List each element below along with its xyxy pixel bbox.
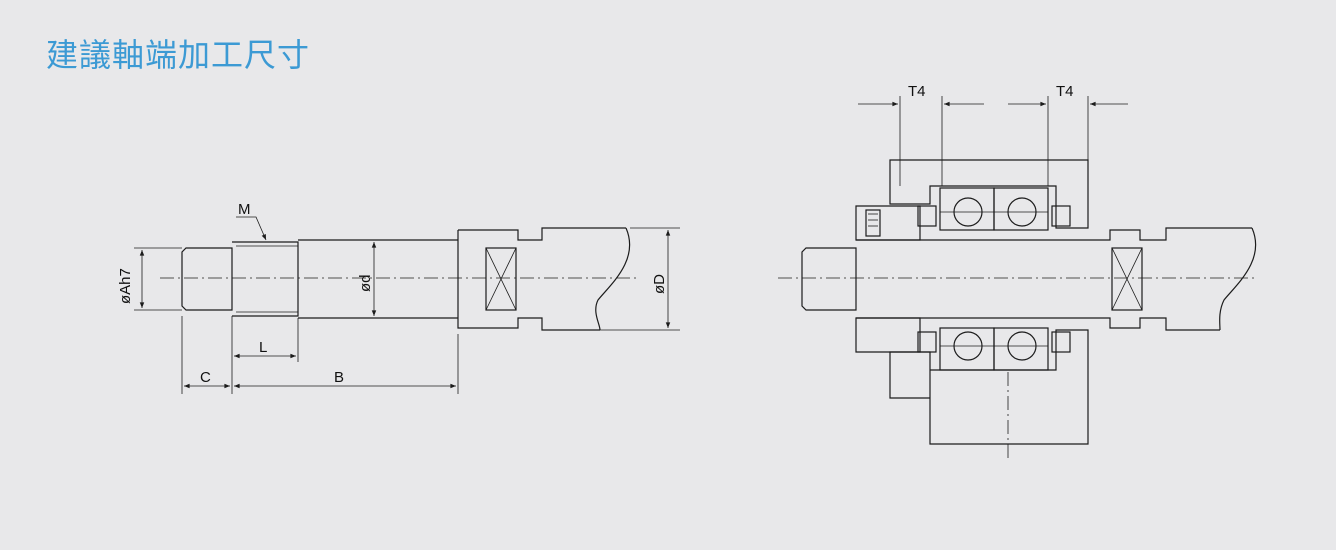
- housing-top: [889, 159, 1089, 229]
- label-len-B: B: [334, 369, 344, 386]
- break-line: [595, 227, 631, 331]
- label-thread-M: M: [238, 201, 251, 218]
- label-dia-D: øD: [651, 274, 668, 294]
- shaft-profile: [134, 216, 680, 394]
- lock-nut-bottom: [855, 317, 921, 353]
- label-t4-left: T4: [908, 83, 926, 100]
- assembly-key-slot: [1111, 247, 1143, 311]
- assembly-section: [778, 96, 1258, 462]
- bearing-bottom-left: [939, 327, 995, 371]
- label-dia-A: øAh7: [117, 268, 134, 304]
- key-slot: [485, 247, 517, 311]
- bearing-top-right: [993, 187, 1049, 231]
- seat-block: [457, 227, 626, 331]
- label-dia-d: ød: [357, 274, 374, 292]
- thread-section: [232, 241, 299, 317]
- assembly-shaft: [856, 227, 1252, 331]
- label-t4-right: T4: [1056, 83, 1074, 100]
- bearing-bottom-right: [993, 327, 1049, 371]
- label-len-C: C: [200, 369, 211, 386]
- label-len-L: L: [259, 339, 267, 356]
- page-title: 建議軸端加工尺寸: [46, 36, 311, 74]
- shaft-end-A: [181, 247, 233, 311]
- bearing-top-left: [939, 187, 995, 231]
- assembly-break-line: [1219, 227, 1257, 331]
- housing-bottom: [889, 329, 1089, 445]
- assembly-shaft-end: [801, 247, 857, 311]
- shaft-d: [298, 239, 458, 319]
